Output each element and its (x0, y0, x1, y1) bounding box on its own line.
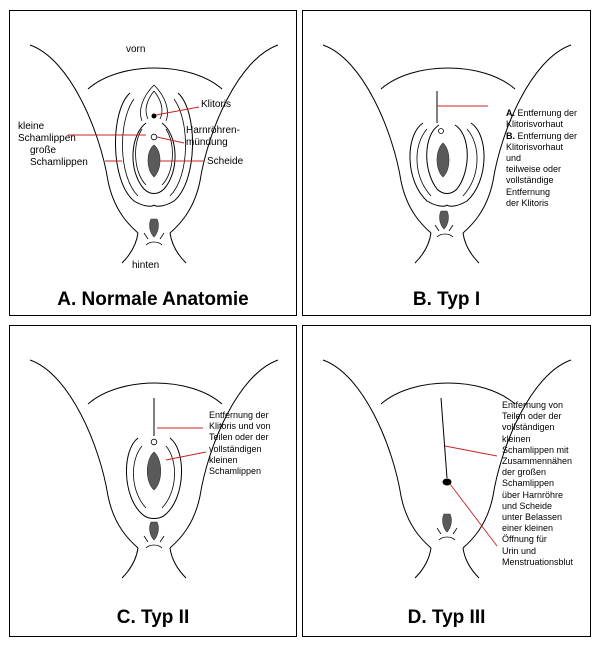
caption-type-1: B. Typ I (412, 289, 481, 310)
normal-anatomy-drawing (29, 44, 279, 264)
note-type-1-b: Entfernung der Klitorisvorhaut und teilw… (506, 130, 578, 208)
label-clitoris: Klitoris (201, 99, 232, 110)
label-urethra: Harnröhren- mündung (186, 125, 240, 148)
caption-normal-anatomy: A. Normale Anatomie (57, 289, 249, 310)
label-back: hinten (132, 260, 160, 271)
panel-normal-anatomy: vorn hinten Klitoris kleine Schamlippen … (9, 10, 297, 316)
caption-type-3: D. Typ III (407, 607, 486, 628)
panel-type-3: Entfernung von Teilen oder der vollständ… (302, 325, 591, 637)
label-labia-majora: große Schamlippen (30, 145, 88, 168)
type-1-drawing (322, 44, 572, 264)
type-2-drawing (29, 359, 279, 579)
panel-type-2: Entfernung der Klitoris und von Teilen o… (9, 325, 297, 637)
caption-type-2: C. Typ II (116, 607, 190, 628)
note-type-1-a-prefix: A. (506, 108, 515, 119)
label-front: vorn (126, 44, 146, 55)
note-type-1-b-prefix: B. (506, 130, 515, 141)
label-labia-minora: kleine Schamlippen (18, 121, 76, 144)
type-3-drawing (322, 359, 572, 579)
note-type-1-a: Entfernung der Klitorisvorhaut (506, 108, 578, 130)
note-type-2: Entfernung der Klitoris und von Teilen o… (209, 410, 271, 477)
label-vagina: Scheide (207, 156, 244, 167)
note-type-3: Entfernung von Teilen oder der vollständ… (502, 400, 574, 567)
